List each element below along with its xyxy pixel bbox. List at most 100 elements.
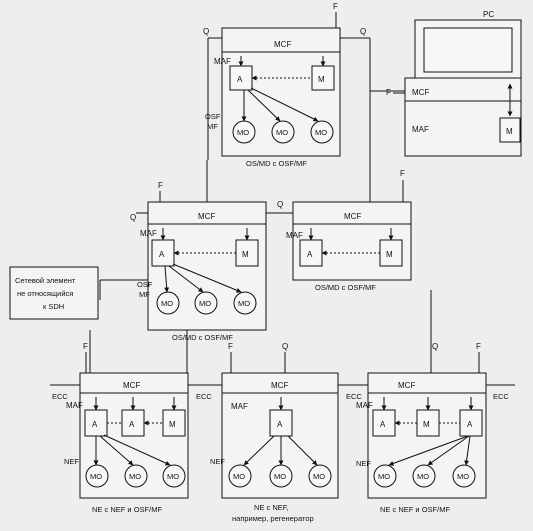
non-sdh-line-3: к SDH	[43, 302, 64, 311]
ne-right-ecc-left: ECC	[346, 392, 362, 401]
os-top-mf: MF	[207, 122, 218, 131]
ne-right-f: F	[476, 342, 481, 351]
os-top-mcf: MCF	[274, 40, 291, 49]
os-top-f: F	[333, 2, 338, 11]
os-top-mo-3-label: MO	[315, 128, 327, 137]
ne-right-a: A	[380, 420, 386, 429]
ne-mid-mo-2-label: MO	[274, 472, 286, 481]
ne-right-q: Q	[432, 342, 438, 351]
os-left-q-right: Q	[277, 200, 283, 209]
os-right-f: F	[400, 169, 405, 178]
ne-mid-caption-2: например, регенератор	[232, 514, 314, 523]
os-left-q: Q	[130, 213, 136, 222]
os-left-mf: MF	[139, 290, 150, 299]
ne-mid-mcf: MCF	[271, 381, 288, 390]
os-left-a: A	[159, 250, 165, 259]
ne-mid-f: F	[228, 342, 233, 351]
os-left-mo-3	[233, 291, 257, 315]
ne-mid-mo-3	[308, 464, 332, 488]
ne-mid-a: A	[277, 420, 283, 429]
os-top-mo-2-label: MO	[276, 128, 288, 137]
ne-right-mo-3-label: MO	[457, 472, 469, 481]
os-right-m: M	[386, 250, 393, 259]
ne-mid-mo-1	[228, 464, 252, 488]
os-top-q-left: Q	[203, 27, 209, 36]
ne-right-maf: MAF	[356, 401, 373, 410]
ne-mid-ecc: ECC	[196, 392, 212, 401]
ne-left-mo-3	[162, 464, 186, 488]
pc-base	[404, 77, 522, 157]
ne-left-mo-1-label: MO	[90, 472, 102, 481]
os-right-caption: OS/MD с OSF/MF	[315, 283, 376, 292]
ne-right-caption: NE с NEF и OSF/MF	[380, 505, 450, 514]
ne-mid-caption-1: NE с NEF,	[254, 503, 289, 512]
os-node-right: MCF F MAF A M OS/MD с OSF/MF	[286, 169, 412, 292]
ne-left-mcf: MCF	[123, 381, 140, 390]
ne-mid-maf: MAF	[231, 402, 248, 411]
pc-m-block	[499, 117, 521, 143]
pc-m-label: M	[506, 127, 513, 136]
ne-node-left: MCF ECC F MAF A A M NEF MO MO MO NE с NE…	[52, 342, 189, 514]
non-sdh-line-1: Сетевой элемент	[15, 276, 76, 285]
ne-left-mo-2-label: MO	[129, 472, 141, 481]
os-left-mo-3-label: MO	[238, 299, 250, 308]
os-top-m: M	[318, 75, 325, 84]
ne-right-mo-2-label: MO	[417, 472, 429, 481]
non-sdh-line-2: не относящийся	[17, 289, 73, 298]
pc-screen	[423, 27, 513, 73]
ne-mid-nef: NEF	[210, 457, 225, 466]
os-right-a: A	[307, 250, 313, 259]
os-left-mo-1-label: MO	[161, 299, 173, 308]
os-top-maf: MAF	[214, 57, 231, 66]
ne-node-right: MCF ECC ECC Q F MAF A M A NEF MO MO MO N…	[346, 342, 509, 514]
ne-right-m: M	[423, 420, 430, 429]
q-network-lines	[50, 90, 515, 386]
ne-right-mo-2	[412, 464, 436, 488]
non-sdh-element: Сетевой элемент не относящийся к SDH	[9, 266, 99, 320]
os-left-osf: OSF	[137, 280, 153, 289]
ne-left-mo-2	[124, 464, 148, 488]
ne-right-mo-1-label: MO	[378, 472, 390, 481]
ne-left-ecc: ECC	[52, 392, 68, 401]
os-top-mo-1-label: MO	[237, 128, 249, 137]
ne-right-mcf: MCF	[398, 381, 415, 390]
os-top-q-right: Q	[360, 27, 366, 36]
os-top-mo-3	[310, 120, 334, 144]
ne-left-mo-3-label: MO	[167, 472, 179, 481]
ne-left-a: A	[92, 420, 98, 429]
os-left-maf: MAF	[140, 229, 157, 238]
ne-right-a2: A	[467, 420, 473, 429]
ne-left-a2: A	[129, 420, 135, 429]
os-node-top: MCF F Q Q MAF A M OSF MF MO MO MO OS/MD …	[203, 2, 371, 168]
ne-left-m: M	[169, 420, 176, 429]
ne-left-f: F	[83, 342, 88, 351]
os-right-maf: MAF	[286, 231, 303, 240]
pc-maf-label: MAF	[412, 125, 429, 134]
pc-label: PC	[483, 10, 494, 19]
os-top-caption: OS/MD с OSF/MF	[246, 159, 307, 168]
pc-workstation: PC MCF MAF F M	[386, 10, 522, 157]
os-top-osf: OSF	[205, 112, 221, 121]
ne-node-middle: MCF ECC F Q MAF A NEF MO MO MO NE с NEF,…	[196, 342, 339, 523]
ne-right-nef: NEF	[356, 459, 371, 468]
ne-left-caption: NE с NEF и OSF/MF	[92, 505, 162, 514]
pc-f-label: F	[386, 88, 391, 97]
ne-left-maf: MAF	[66, 401, 83, 410]
ne-right-ecc-right: ECC	[493, 392, 509, 401]
os-left-caption: OS/MD с OSF/MF	[172, 333, 233, 342]
os-left-f: F	[158, 181, 163, 190]
os-left-mo-2-label: MO	[199, 299, 211, 308]
os-left-mcf: MCF	[198, 212, 215, 221]
ne-right-mo-3	[452, 464, 476, 488]
os-left-mo-2	[194, 291, 218, 315]
os-right-mcf: MCF	[344, 212, 361, 221]
ne-mid-q: Q	[282, 342, 288, 351]
os-node-left: MCF F Q Q MAF A M OSF MF MO MO MO OS/MD …	[130, 181, 283, 342]
ne-mid-mo-3-label: MO	[313, 472, 325, 481]
ne-mid-mo-1-label: MO	[233, 472, 245, 481]
pc-mcf-label: MCF	[412, 88, 429, 97]
ne-left-nef: NEF	[64, 457, 79, 466]
os-top-mo-2	[271, 120, 295, 144]
os-left-m: M	[242, 250, 249, 259]
